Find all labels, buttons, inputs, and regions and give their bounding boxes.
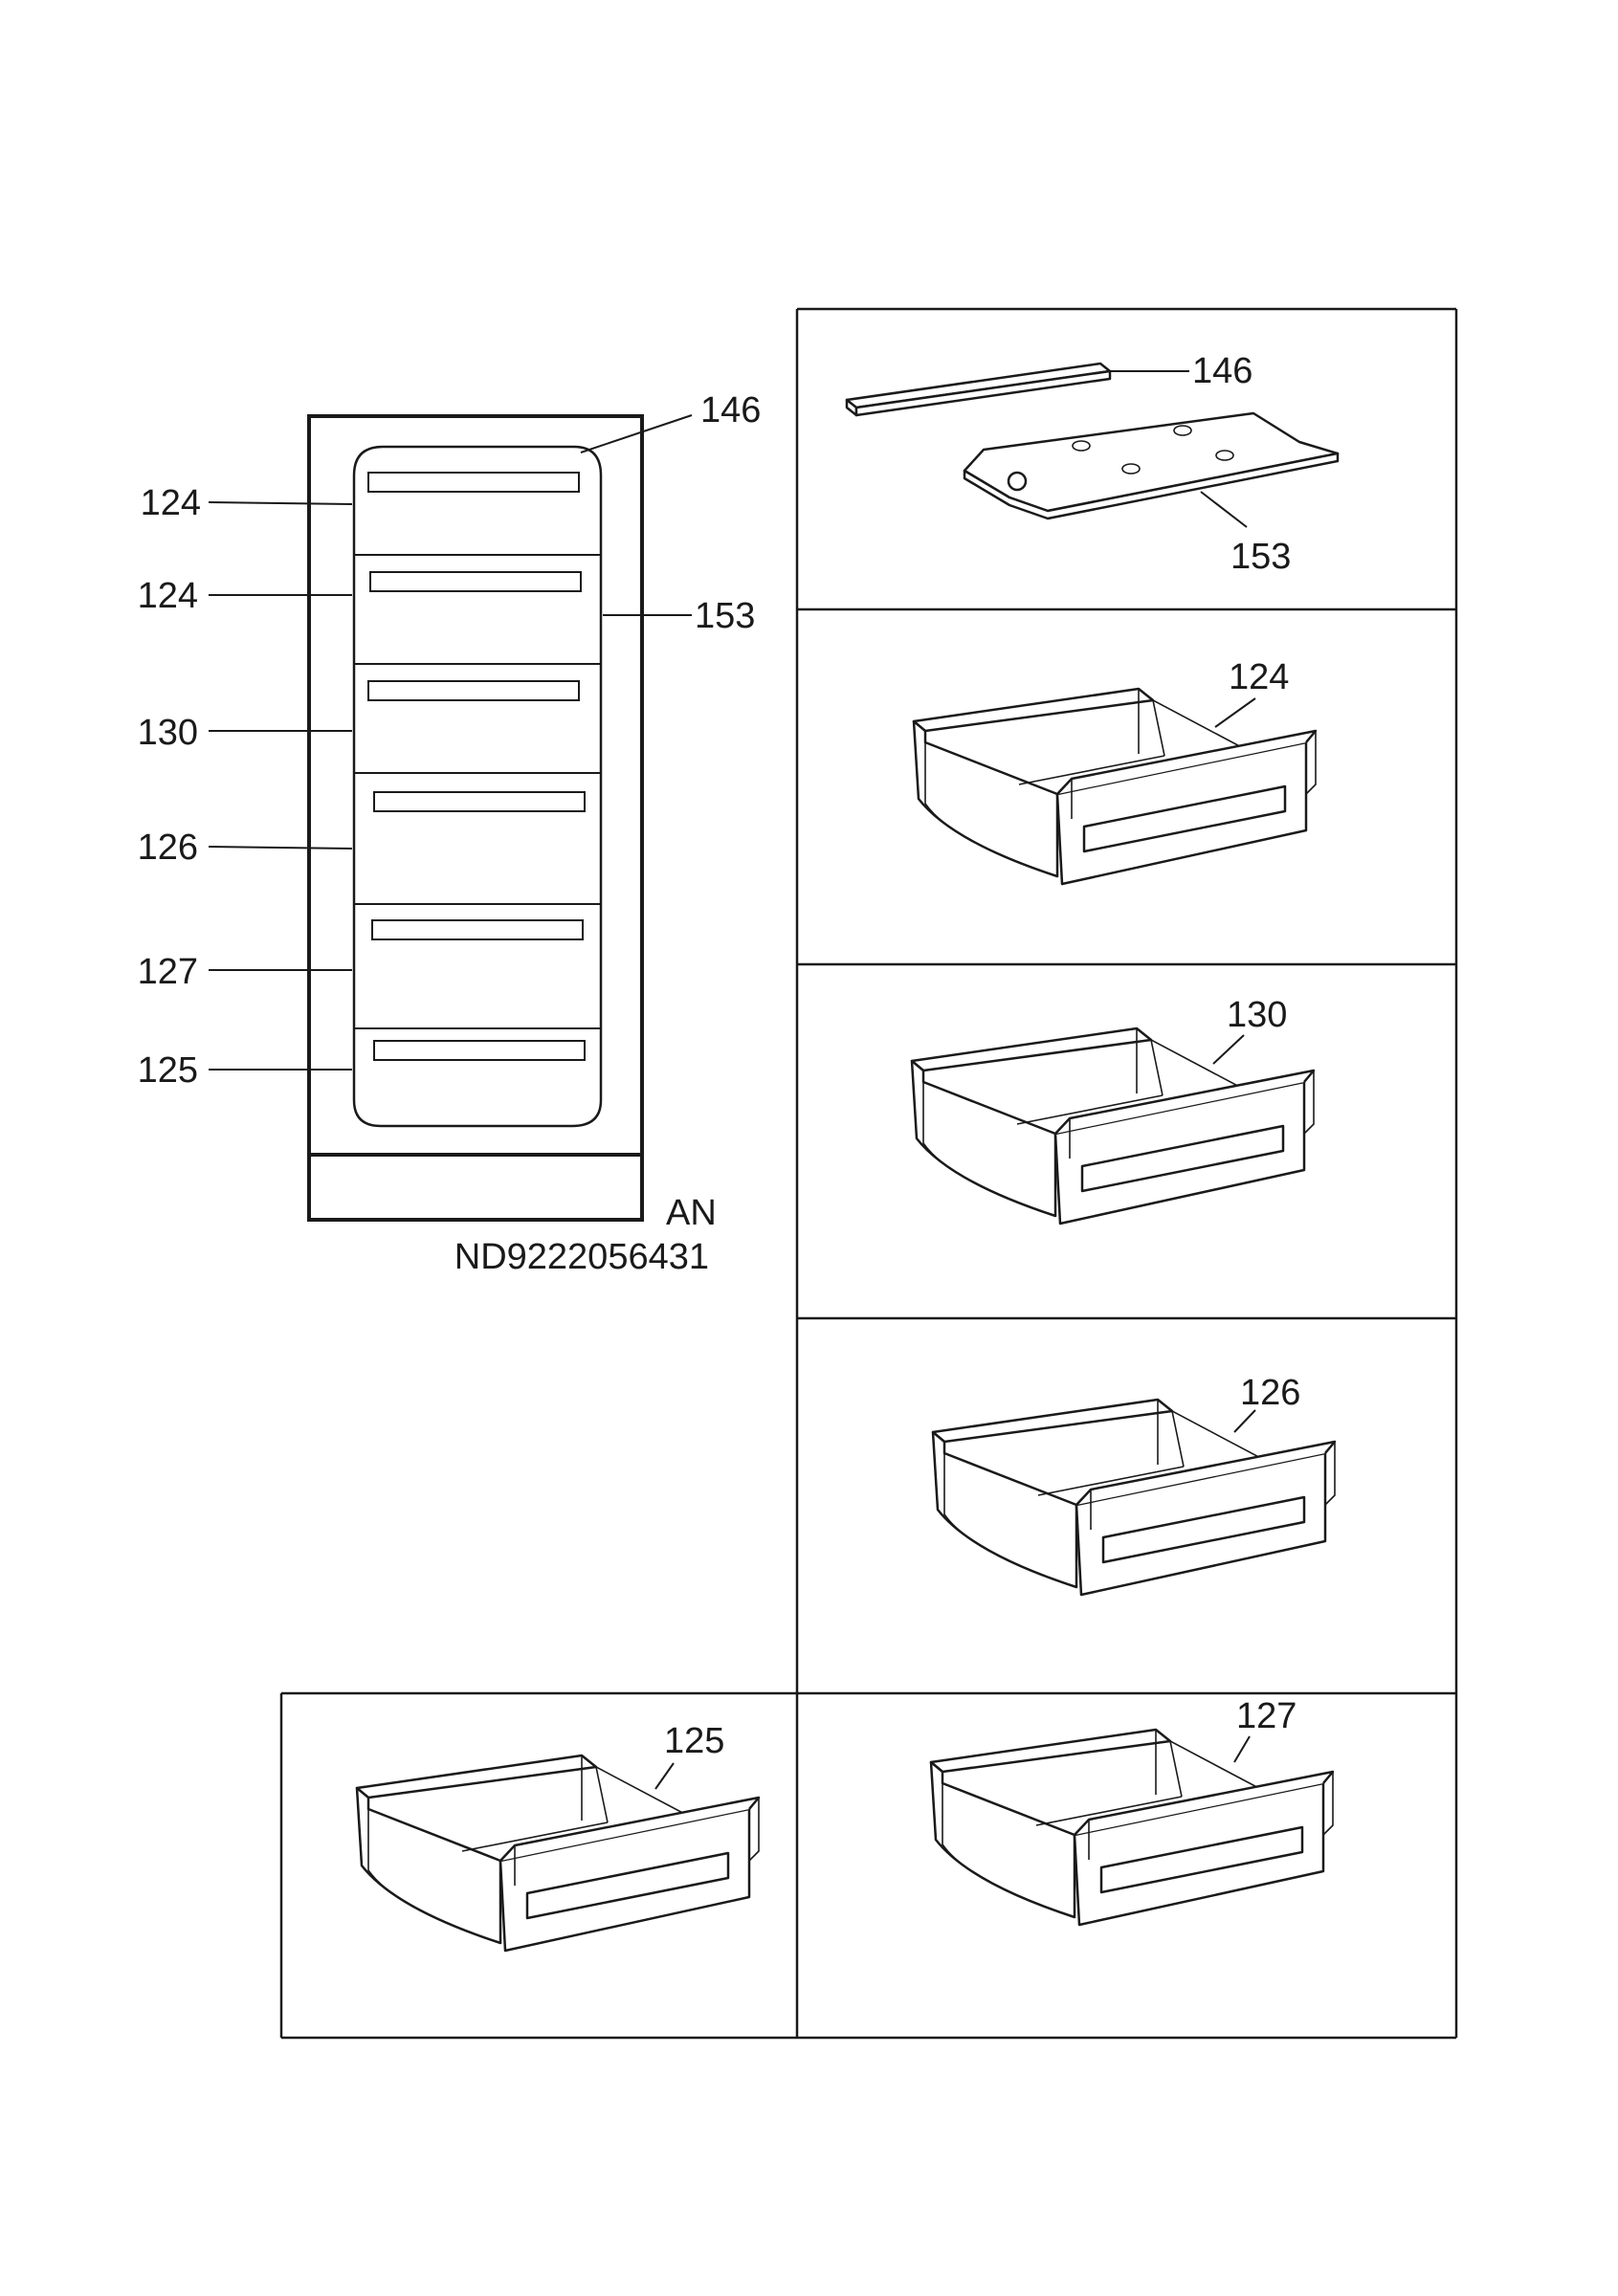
label-153-overview: 153 (695, 596, 755, 636)
label-130-part: 130 (1227, 995, 1287, 1035)
compartment-dividers (354, 554, 601, 1029)
label-127-part: 127 (1236, 1696, 1297, 1736)
cabinet-outline (307, 414, 644, 1222)
part-rail-and-cover: 146 153 (845, 351, 1340, 577)
label-146-overview: 146 (700, 390, 761, 430)
label-153-part: 153 (1230, 537, 1291, 577)
document-number: ND9222056431 (454, 1237, 709, 1277)
part-drawer-130: 130 (910, 995, 1316, 1225)
label-130-overview: 130 (138, 713, 198, 753)
parts-panel-frames (279, 307, 1458, 2040)
appliance-overview: 146 153 124 124 130 126 127 125 AN ND922… (138, 390, 762, 1277)
leader-lines (208, 414, 693, 1071)
part-drawer-125: 125 (355, 1721, 761, 1953)
variant-code: AN (666, 1193, 717, 1233)
door-outline (352, 445, 603, 1128)
label-125-part: 125 (664, 1721, 724, 1761)
drawer-handles (367, 472, 586, 1061)
label-126-part: 126 (1240, 1373, 1300, 1413)
label-127-overview: 127 (138, 952, 198, 992)
label-124-overview-a: 124 (141, 483, 201, 523)
part-drawer-127: 127 (929, 1696, 1335, 1927)
label-124-overview-b: 124 (138, 576, 198, 616)
label-125-overview: 125 (138, 1050, 198, 1091)
label-146-part: 146 (1192, 351, 1252, 391)
part-drawer-126: 126 (931, 1373, 1337, 1597)
label-126-overview: 126 (138, 828, 198, 868)
part-drawer-124: 124 (912, 657, 1318, 886)
label-124-part: 124 (1229, 657, 1289, 697)
